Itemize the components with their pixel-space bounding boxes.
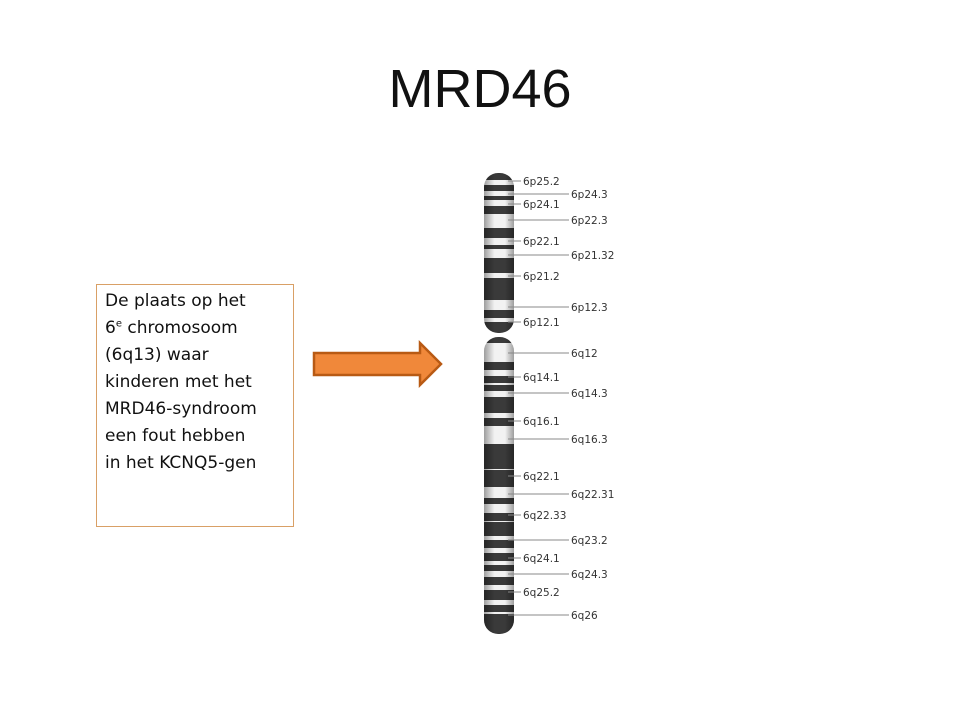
band-label: 6q12 — [571, 348, 598, 360]
band-label: 6q16.3 — [571, 434, 608, 446]
band-label: 6p12.3 — [571, 302, 608, 314]
band-label: 6q22.1 — [523, 471, 560, 483]
callout-line: De plaats op het — [105, 291, 246, 311]
callout-line: (6q13) waar — [105, 345, 209, 365]
band-label: 6q14.3 — [571, 388, 608, 400]
band-label: 6p22.1 — [523, 236, 560, 248]
band-label: 6p25.2 — [523, 176, 560, 188]
slide-title: MRD46 — [388, 59, 572, 119]
band-label: 6p21.32 — [571, 250, 614, 262]
band-label: 6p24.1 — [523, 199, 560, 211]
band-label: 6q26 — [571, 610, 598, 622]
callout-line: MRD46-syndroom — [105, 399, 257, 419]
chromosome-p-arm — [484, 173, 514, 333]
band-label: 6q22.31 — [571, 489, 614, 501]
callout-line: in het KCNQ5-gen — [105, 453, 257, 473]
callout-line: een fout hebben — [105, 426, 246, 446]
callout-line: kinderen met het — [105, 372, 252, 392]
band-label: 6q24.1 — [523, 553, 560, 565]
band-label: 6q14.1 — [523, 372, 560, 384]
callout-line: 6e chromosoom — [105, 318, 238, 338]
right-arrow-icon — [312, 339, 443, 389]
callout-text-box: De plaats op het 6e chromosoom (6q13) wa… — [96, 284, 294, 527]
band-label: 6p24.3 — [571, 189, 608, 201]
band-label: 6q25.2 — [523, 587, 560, 599]
band-label: 6q16.1 — [523, 416, 560, 428]
band-label: 6p21.2 — [523, 271, 560, 283]
band-label: 6p22.3 — [571, 215, 608, 227]
band-label: 6q24.3 — [571, 569, 608, 581]
band-label: 6q23.2 — [571, 535, 608, 547]
band-label: 6p12.1 — [523, 317, 560, 329]
band-label: 6q22.33 — [523, 510, 566, 522]
chromosome-q-arm — [484, 337, 514, 634]
superscript: e — [115, 318, 122, 330]
